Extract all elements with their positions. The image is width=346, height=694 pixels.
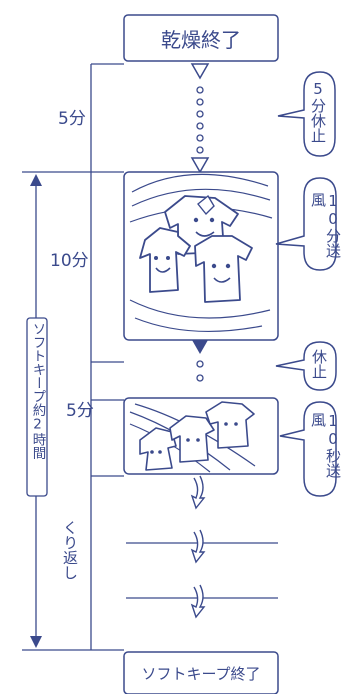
timing-blow-10min: 10分 bbox=[50, 251, 89, 271]
bottom-box bbox=[123, 651, 279, 694]
down-triangle-icon bbox=[190, 63, 210, 80]
bubble-blow-10min bbox=[275, 177, 337, 271]
bubble-rest-5min bbox=[277, 71, 336, 157]
timing-rest-5min-2: 5分 bbox=[66, 401, 94, 421]
bubble-text-blow-10min: 10分送風 bbox=[309, 192, 342, 258]
timing-rest-5min: 5分 bbox=[58, 109, 86, 129]
repeat-label: くり返し bbox=[61, 520, 79, 580]
clothes-icon bbox=[139, 195, 253, 303]
softkeep-end-title: ソフトキープ終了 bbox=[141, 664, 261, 683]
curl-arrow-icon bbox=[190, 584, 206, 619]
bubble-rest bbox=[275, 341, 337, 391]
bubble-text-rest-5min: 5分休止 bbox=[309, 80, 327, 143]
top-box bbox=[123, 14, 279, 62]
bubble-text-rest: 休止 bbox=[310, 349, 328, 379]
clothes-blowing-icon bbox=[139, 401, 255, 471]
curl-arrow-icon bbox=[190, 529, 206, 564]
curl-arrow-icon bbox=[190, 475, 206, 510]
softkeep-duration-label: ソフトキープ約2時間 bbox=[29, 322, 46, 460]
span-label-box bbox=[26, 317, 48, 497]
bubble-blow-10sec bbox=[279, 401, 337, 497]
bubble-text-blow-10sec: 10秒送風 bbox=[309, 412, 342, 478]
drying-end-title: 乾燥終了 bbox=[161, 27, 241, 52]
down-triangle-icon bbox=[190, 157, 210, 174]
down-triangle-solid-icon bbox=[192, 340, 208, 354]
